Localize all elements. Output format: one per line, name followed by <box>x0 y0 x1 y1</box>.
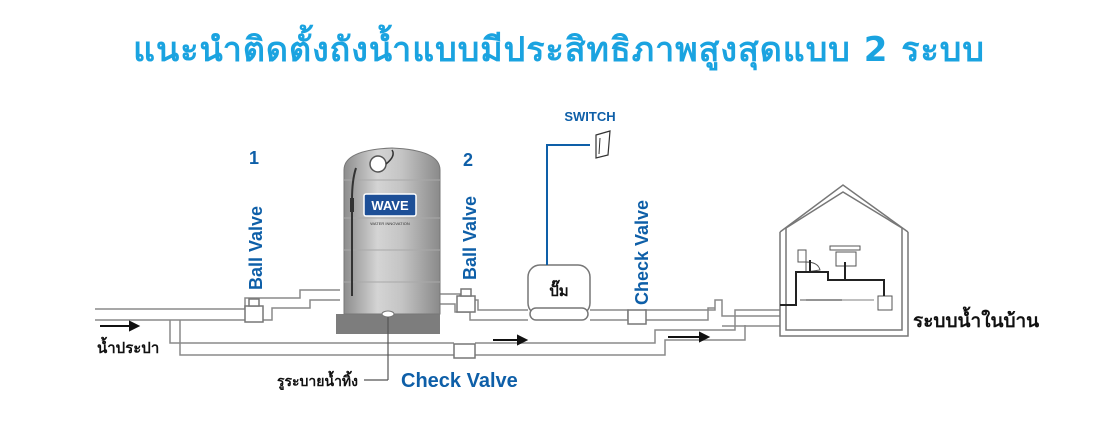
pump <box>527 264 591 321</box>
switch-wire <box>546 144 590 265</box>
switch-label: SWITCH <box>564 109 615 124</box>
bypass-pipe <box>169 309 780 356</box>
tank-subtext: WATER INNOVATION <box>370 221 410 226</box>
ball-valve-2-label: Ball Valve <box>460 196 480 280</box>
drain-line <box>364 317 389 381</box>
drain-label: รูระบายน้ำทิ้ง <box>277 370 358 390</box>
ball-valve-1-label: Ball Valve <box>246 206 266 290</box>
flow-arrows <box>100 320 711 346</box>
valve-1-number: 1 <box>249 148 259 168</box>
water-supply-label: น้ำประปา <box>97 336 159 357</box>
check-valve-pump <box>627 309 647 325</box>
house-fixtures <box>797 245 893 311</box>
water-tank: WAVE WATER INNOVATION <box>343 147 441 318</box>
ball-valve-2 <box>456 288 476 313</box>
house-system-label: ระบบน้ำในบ้าน <box>913 306 1039 332</box>
check-valve-pump-label: Check Valve <box>632 200 652 305</box>
switch-icon <box>595 130 611 159</box>
house-piping <box>780 260 885 306</box>
pump-label: ปั๊ม <box>549 279 568 300</box>
page-title: แนะนำติดตั้งถังน้ำแบบมีประสิทธิภาพสูงสุด… <box>133 30 985 70</box>
valve-2-number: 2 <box>463 150 473 170</box>
check-valve-bypass <box>453 343 476 359</box>
ball-valve-1 <box>244 298 264 323</box>
check-valve-bypass-label: Check Valve <box>401 370 518 392</box>
tank-brand: WAVE <box>371 198 409 213</box>
